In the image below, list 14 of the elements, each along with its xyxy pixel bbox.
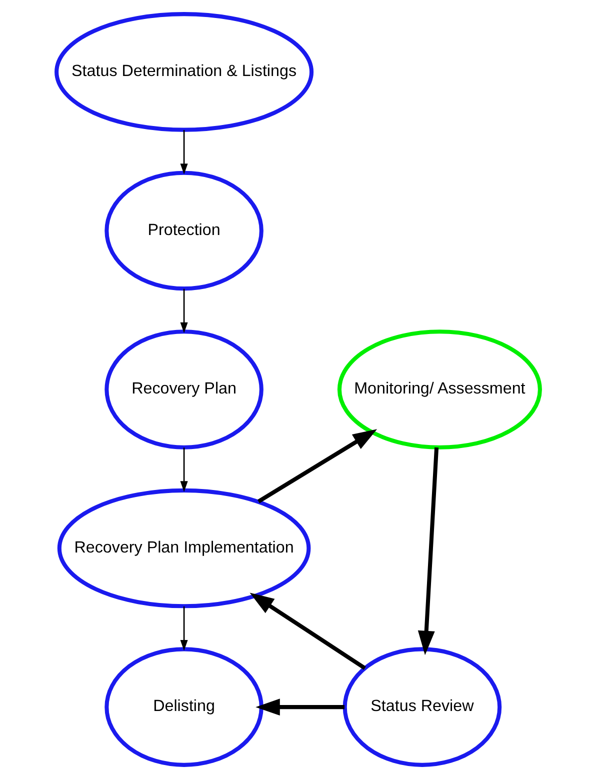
arrow: [249, 592, 366, 670]
arrow: [180, 130, 188, 174]
arrow: [417, 447, 438, 656]
node-ellipse: Status Determination & Listings: [54, 12, 314, 132]
node-ellipse: Protection: [104, 170, 263, 291]
node-ellipse: Recovery Plan Implementation: [56, 488, 310, 608]
node-ellipse: Delisting: [104, 647, 263, 767]
arrow: [255, 698, 344, 716]
arrow: [180, 288, 188, 334]
node-ellipse: Status Review: [342, 647, 502, 767]
arrow: [256, 429, 377, 504]
node-ellipse: Recovery Plan: [104, 330, 263, 450]
arrow: [180, 606, 188, 651]
arrow: [180, 448, 188, 492]
